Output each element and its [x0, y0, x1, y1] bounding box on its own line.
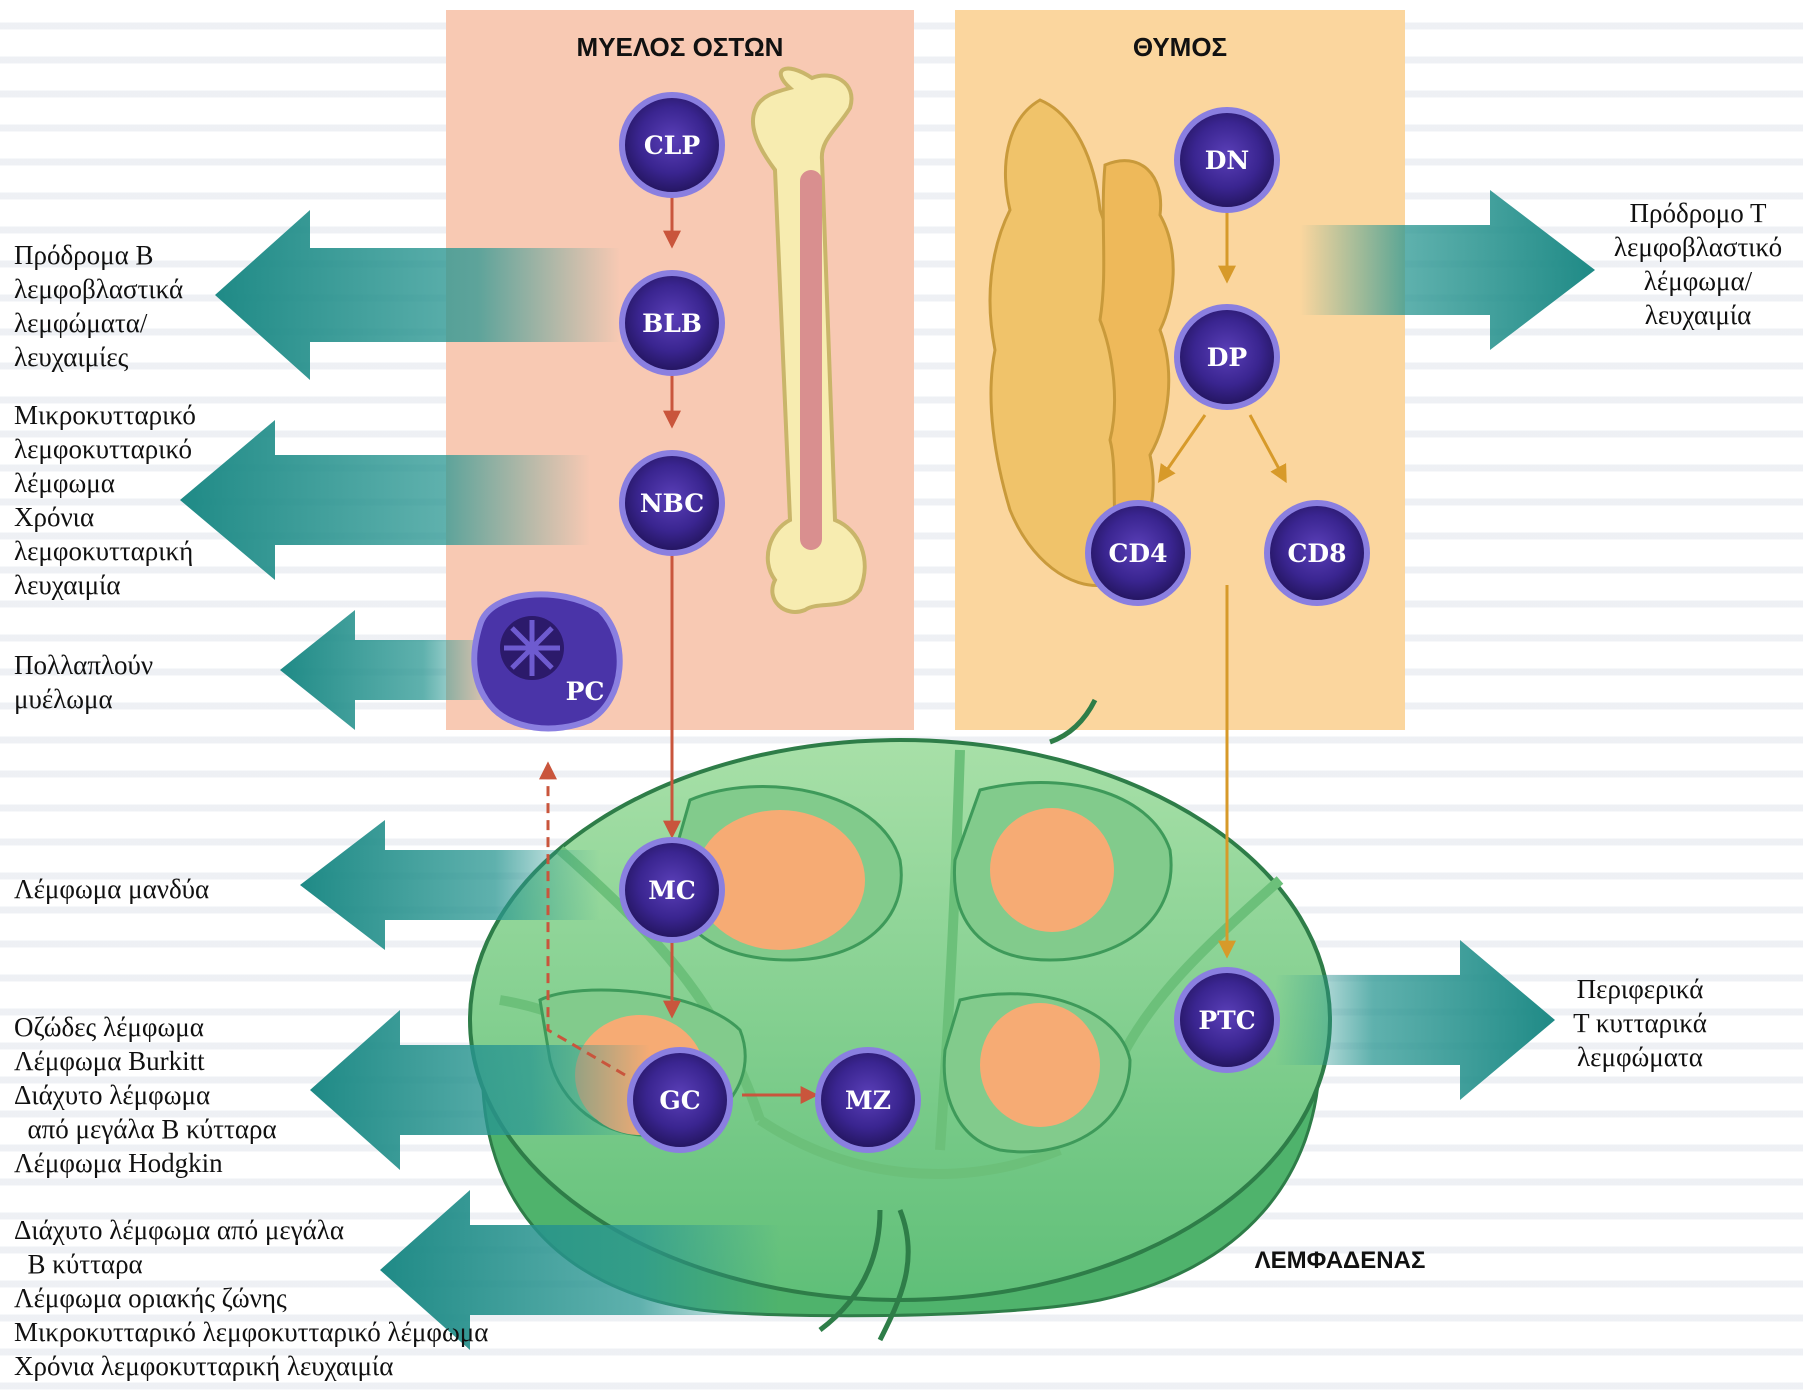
mz-cell-label: MZ — [845, 1086, 891, 1115]
cd8-cell: CD8 — [1267, 503, 1367, 603]
lymph-node-title: ΛΕΜΦΑΔΕΝΑΣ — [1255, 1247, 1426, 1274]
follicle — [990, 808, 1114, 932]
blb-cell: BLB — [622, 273, 722, 373]
cd4-cell-label: CD4 — [1109, 539, 1168, 568]
bottom-lymphomas-label: Διάχυτο λέμφωμα από μεγάλα Β κύτταρα Λέμ… — [14, 1213, 488, 1383]
ptc-cell-label: PTC — [1198, 1006, 1255, 1035]
peripheral-t-label: Περιφερικά Τ κυτταρικά λεμφώματα — [1540, 972, 1740, 1074]
dn-cell-label: DN — [1205, 146, 1250, 175]
dp-cell-label: DP — [1207, 343, 1248, 372]
dn-cell: DN — [1177, 110, 1277, 210]
ptc-cell: PTC — [1177, 970, 1277, 1070]
pc-cell-label: PC — [566, 677, 605, 706]
precursor-b-label: Πρόδρομα Β λεμφοβλαστικά λεμφώματα/ λευχ… — [14, 238, 183, 374]
myeloma-label: Πολλαπλούν μυέλωμα — [14, 648, 153, 716]
mc-cell: MC — [622, 840, 722, 940]
gc-cell: GC — [630, 1050, 730, 1150]
blb-cell-label: BLB — [642, 309, 702, 338]
clp-cell-label: CLP — [644, 131, 700, 160]
gc-cell-label: GC — [659, 1086, 700, 1115]
precursor-t-label: Πρόδρομο Τ λεμφοβλαστικό λέμφωμα/ λευχαι… — [1608, 196, 1788, 332]
clp-cell: CLP — [622, 95, 722, 195]
nbc-cell: NBC — [622, 453, 722, 553]
pc-cell: PC — [474, 594, 619, 728]
bone-marrow-title: ΜΥΕΛΟΣ ΟΣΤΩΝ — [577, 32, 784, 62]
follicle — [980, 1003, 1100, 1127]
gc-lymphomas-label: Οζώδες λέμφωμα Λέμφωμα Burkitt Διάχυτο λ… — [14, 1010, 277, 1180]
thymus-title: ΘΥΜΟΣ — [1133, 32, 1227, 62]
mc-cell-label: MC — [648, 876, 696, 905]
small-cell-cll-label: Μικροκυτταρικό λεμφοκυτταρικό λέμφωμα Χρ… — [14, 398, 196, 602]
mantle-lymphoma-label: Λέμφωμα μανδύα — [14, 872, 209, 906]
cd4-cell: CD4 — [1088, 503, 1188, 603]
dp-cell: DP — [1177, 307, 1277, 407]
nbc-cell-label: NBC — [640, 489, 704, 518]
mz-cell: MZ — [818, 1050, 918, 1150]
cd8-cell-label: CD8 — [1288, 539, 1347, 568]
